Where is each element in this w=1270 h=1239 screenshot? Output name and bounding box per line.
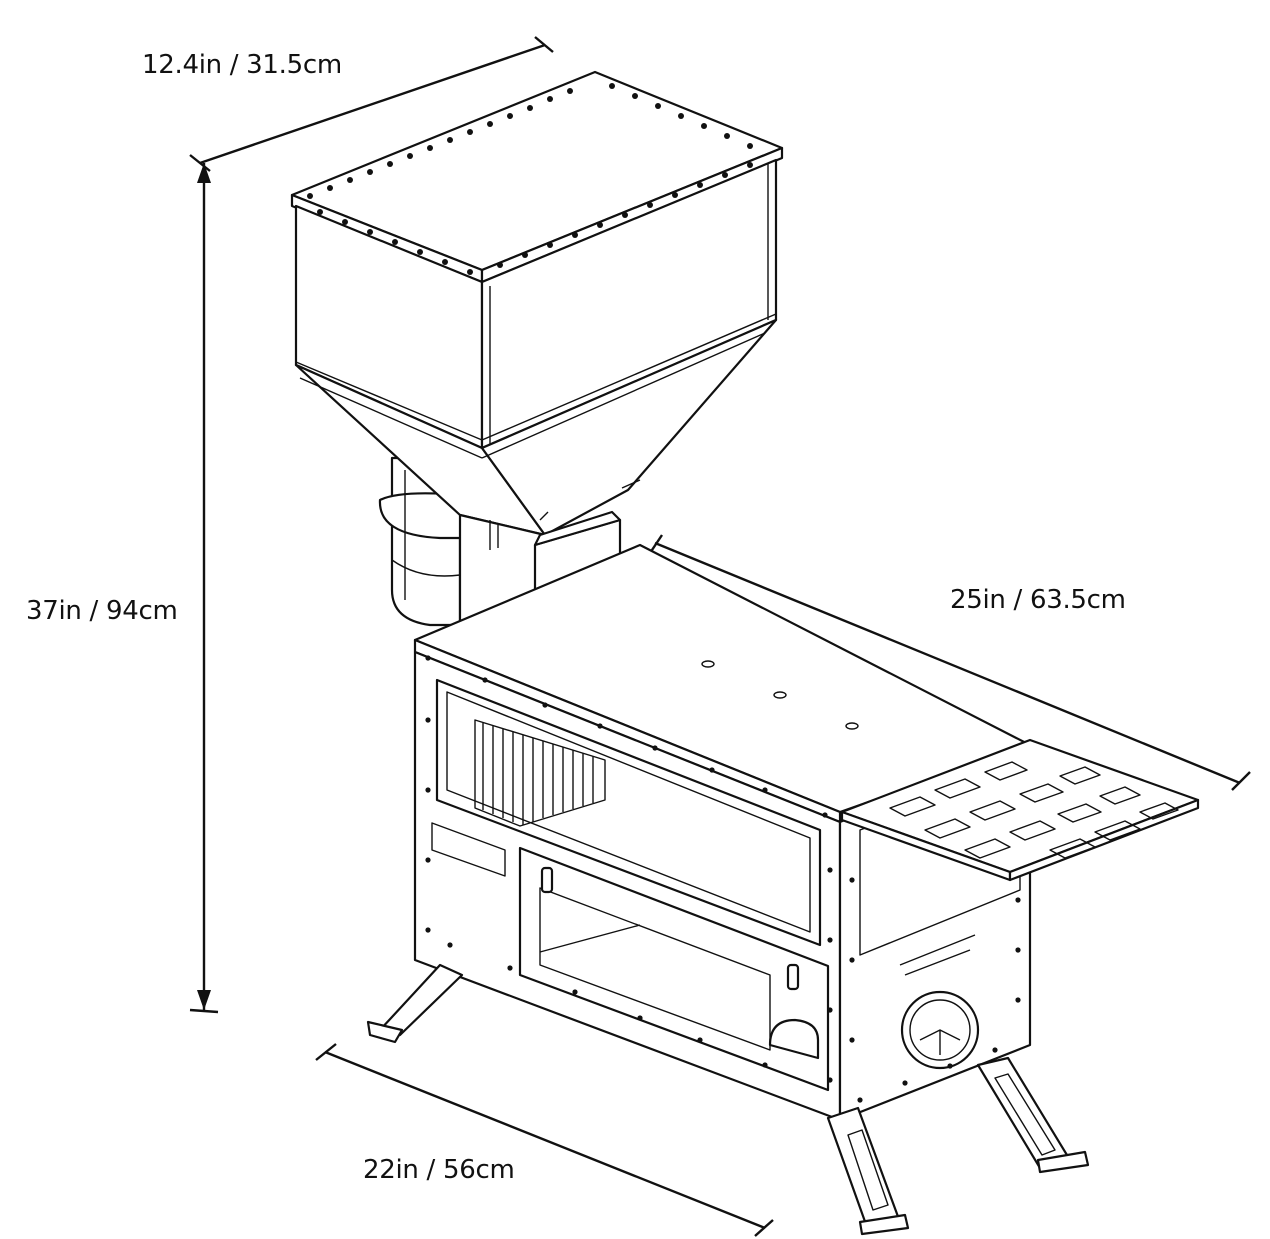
heat-exchanger-fins	[474, 719, 606, 827]
length-label: 22in / 56cm	[363, 1155, 515, 1185]
body-rivets	[425, 655, 1021, 1103]
brand-badge	[431, 822, 506, 877]
width-label: 25in / 63.5cm	[950, 585, 1126, 615]
air-vent	[768, 1018, 820, 1060]
lid-rivets	[307, 83, 753, 275]
length-dimension-line	[315, 1043, 774, 1237]
firebox-door[interactable]	[518, 846, 830, 1092]
door-latch	[786, 963, 800, 991]
pellet-hopper	[290, 70, 784, 674]
depth-label: 12.4in / 31.5cm	[142, 50, 342, 80]
depth-dimension-line	[189, 36, 554, 172]
air-intake-dial[interactable]	[900, 990, 980, 1070]
door-hinge-top	[540, 866, 554, 894]
stove-legs	[366, 963, 1090, 1236]
side-shelf[interactable]	[840, 738, 1200, 882]
height-dimension-line	[189, 163, 219, 1014]
height-label: 37in / 94cm	[26, 596, 178, 626]
